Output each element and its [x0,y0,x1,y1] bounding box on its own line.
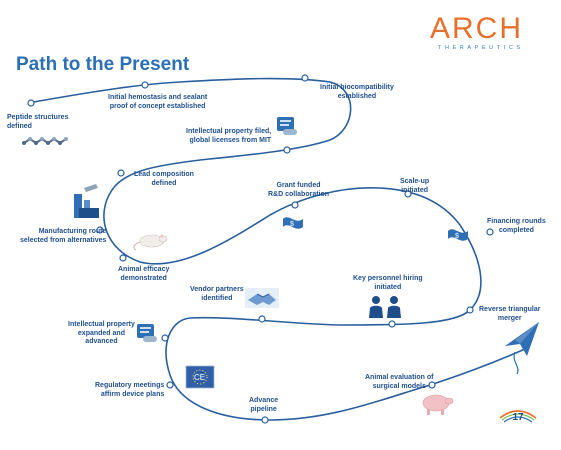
dot-animal-efficacy [119,254,127,262]
dot-reverse-merger [466,306,474,314]
dot-surgical [428,381,436,389]
dot-vendor [258,315,266,323]
dot-lead [117,169,125,177]
dot-grant [291,201,299,209]
svg-text:$: $ [290,221,294,228]
svg-text:CE: CE [194,373,205,382]
svg-text:$: $ [455,233,459,240]
dot-advance [261,416,269,424]
dot-biocompat [301,74,309,82]
dot-personnel [388,320,396,328]
ce-mark-flag-icon: CE [185,365,215,389]
factory-icon [74,184,99,218]
dot-peptide [27,99,35,107]
dot-scaleup [404,190,412,198]
dot-ip-filed [283,146,291,154]
page-title: Path to the Present [16,54,190,75]
dot-hemostasis [141,81,149,89]
paper-airplane-icon [505,322,539,375]
dollar-bill-icon: $ [448,229,468,241]
dot-regulatory [166,381,174,389]
lab-rat-icon [133,234,168,251]
dot-ip-expanded [161,334,169,342]
dot-manufacturing [96,226,104,234]
page-number: 17 [512,412,524,423]
timeline-path [27,77,526,421]
document-scroll-icon [277,117,297,135]
people-icon [369,296,401,318]
dot-financing [486,228,494,236]
logo-subtitle: THERAPEUTICS [438,45,524,51]
company-logo: ARCH THERAPEUTICS [430,14,550,54]
molecule-chain-icon [22,137,68,145]
pig-icon [422,394,454,415]
dollar-bill-icon: $ [283,217,303,229]
handshake-icon [245,288,279,308]
document-scroll-icon [137,324,157,342]
milestone-dots [27,74,494,424]
label-ip-filed: Intellectual property filed,global licen… [186,128,272,144]
page-number-arc [499,410,537,423]
logo-word: ARCH [430,12,524,45]
